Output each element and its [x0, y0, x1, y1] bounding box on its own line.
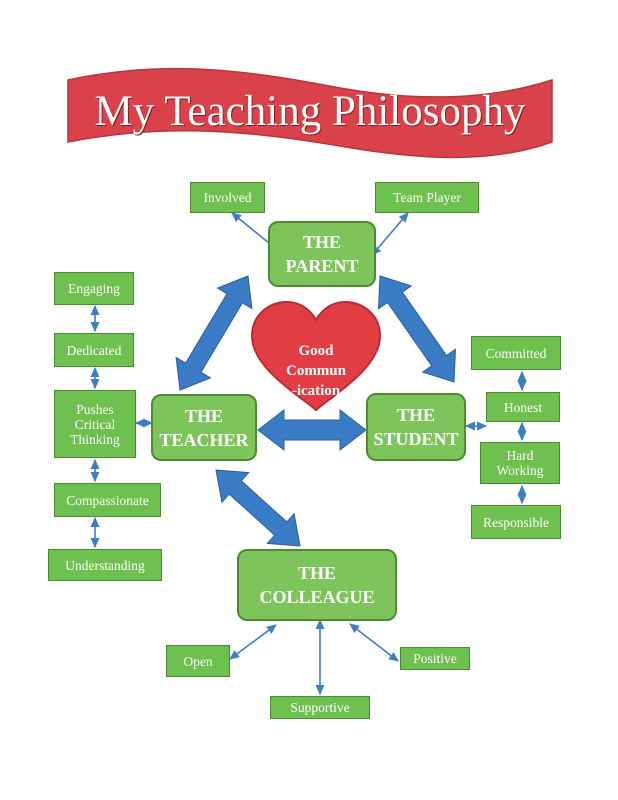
- connector-team-player: [371, 212, 409, 256]
- connector-open: [229, 624, 277, 660]
- node-the-student: THE STUDENT: [366, 393, 466, 461]
- trait-responsible: Responsible: [471, 505, 561, 539]
- big-arrows: [175, 275, 457, 547]
- trait-honest: Honest: [486, 392, 560, 422]
- page-title: My Teaching Philosophy: [94, 87, 526, 135]
- arrow-teacher-colleague: [215, 469, 301, 547]
- arrow-parent-teacher: [175, 275, 253, 391]
- node-the-parent: THE PARENT: [268, 221, 376, 287]
- arrow-parent-student: [377, 275, 457, 383]
- heart-line-3: -ication: [291, 383, 341, 399]
- trait-pushes-critical-thinking: Pushes Critical Thinking: [54, 390, 136, 458]
- trait-dedicated: Dedicated: [54, 333, 134, 367]
- title-banner: [67, 67, 553, 159]
- node-parent-line-1: THE: [302, 232, 341, 252]
- node-colleague-line-2: COLLEAGUE: [259, 587, 375, 607]
- trait-involved: Involved: [190, 182, 265, 213]
- heart-shape: [250, 300, 382, 412]
- node-student-line-1: THE: [396, 405, 435, 425]
- heart-line-1: Good: [298, 343, 334, 359]
- trait-hard-working: Hard Working: [480, 442, 560, 484]
- connectors: [90, 212, 527, 696]
- trait-compassionate: Compassionate: [54, 483, 161, 517]
- trait-committed: Committed: [471, 336, 561, 370]
- node-the-colleague: THE COLLEAGUE: [237, 549, 397, 621]
- node-teacher-line-2: TEACHER: [159, 429, 249, 450]
- trait-team-player: Team Player: [375, 182, 479, 213]
- node-the-teacher: THE TEACHER: [151, 394, 257, 461]
- arrow-teacher-student: [257, 408, 367, 452]
- node-teacher-line-1: THE: [184, 405, 223, 426]
- trait-understanding: Understanding: [48, 549, 162, 581]
- node-student-line-2: STUDENT: [373, 429, 459, 449]
- trait-supportive: Supportive: [270, 696, 370, 719]
- center-heart-label: Good Commun -ication: [276, 336, 356, 406]
- trait-open: Open: [166, 645, 230, 677]
- node-parent-line-2: PARENT: [285, 256, 359, 276]
- node-colleague-line-1: THE: [297, 563, 336, 583]
- heart-line-2: Commun: [285, 363, 346, 379]
- connector-positive: [349, 623, 399, 662]
- trait-engaging: Engaging: [54, 272, 134, 305]
- trait-positive: Positive: [400, 647, 470, 670]
